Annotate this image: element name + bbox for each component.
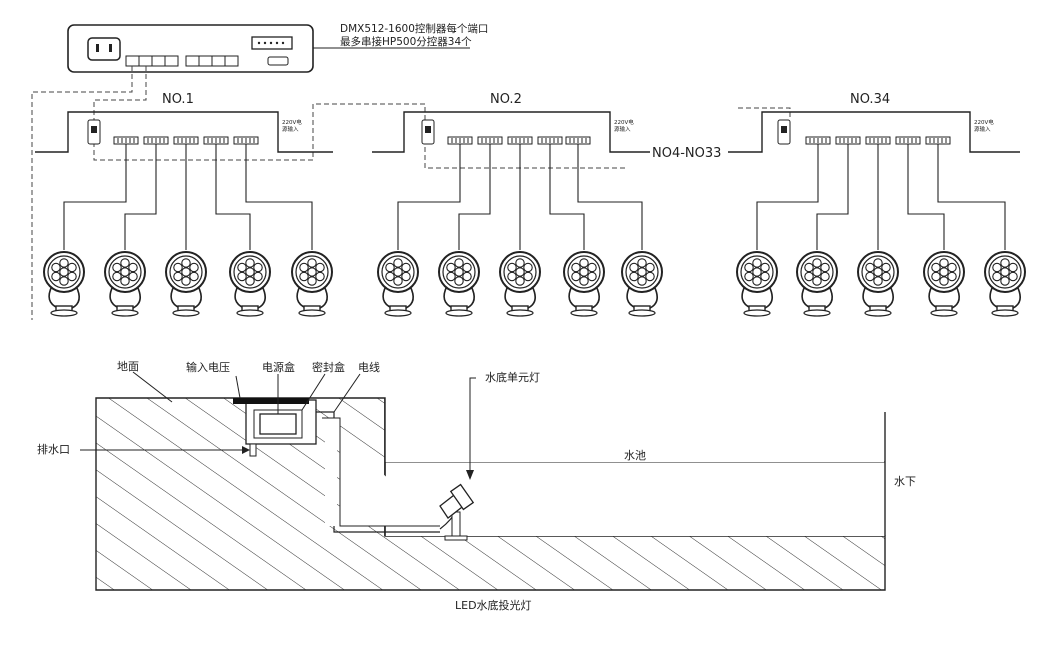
sub-controller-name: NO.34 xyxy=(850,92,890,107)
flood-lamp-icon xyxy=(104,251,146,317)
lamp-group-1 xyxy=(43,251,333,317)
controller-note-line1: DMX512-1600控制器每个端口 xyxy=(340,22,488,35)
label-underwater: 水下 xyxy=(894,475,916,488)
flood-lamp-icon xyxy=(857,251,899,317)
flood-lamp-icon xyxy=(736,251,778,317)
flood-lamp-icon xyxy=(229,251,271,317)
flood-lamp-icon xyxy=(438,251,480,317)
power-input-label: 源输入 xyxy=(974,125,991,133)
signal-wiring xyxy=(31,66,791,320)
main-controller xyxy=(67,24,314,73)
label-unit-light: 水底单元灯 xyxy=(485,370,540,384)
label-ground: 地面 xyxy=(117,360,139,373)
flood-lamp-icon xyxy=(796,251,838,317)
flood-lamp-icon xyxy=(165,251,207,317)
power-input-label: 220V电 xyxy=(614,118,634,126)
power-socket-icon xyxy=(87,37,121,61)
power-input-label: 源输入 xyxy=(614,125,631,133)
lamp-group-34 xyxy=(736,251,1026,317)
sub-controller-name: NO.1 xyxy=(162,92,194,107)
underwater-lamp-icon xyxy=(439,483,475,541)
sub-controller-1: NO.1 220V电 源输入 xyxy=(35,92,333,153)
caption: LED水底投光灯 xyxy=(455,598,532,612)
label-cable: 电线 xyxy=(358,360,380,374)
flood-lamp-icon xyxy=(984,251,1026,317)
serial-port-icon xyxy=(267,56,289,66)
power-input-label: 源输入 xyxy=(282,125,299,133)
power-input-label: 220V电 xyxy=(282,118,302,126)
label-pool: 水池 xyxy=(624,449,646,462)
output-ports xyxy=(125,55,239,67)
power-box-icon xyxy=(259,413,297,435)
leader-lines xyxy=(80,371,476,476)
label-input-voltage: 输入电压 xyxy=(186,360,230,374)
flood-lamp-icon xyxy=(499,251,541,317)
controller-note-line2: 最多串接HP500分控器34个 xyxy=(340,35,472,48)
flood-lamp-icon xyxy=(621,251,663,317)
label-power-box: 电源盒 xyxy=(262,360,295,374)
sub-controller-name: NO.2 xyxy=(490,92,522,107)
flood-lamp-icon xyxy=(291,251,333,317)
label-drain: 排水口 xyxy=(37,442,70,456)
lamp-group-2 xyxy=(377,251,663,317)
drain-icon xyxy=(249,443,257,457)
sub-controller-2: NO.2 220V电 源输入 xyxy=(372,92,650,153)
range-label: NO4-NO33 xyxy=(652,146,721,161)
flood-lamp-icon xyxy=(923,251,965,317)
cover-plate xyxy=(233,398,309,404)
flood-lamp-icon xyxy=(377,251,419,317)
sub-controller-34: NO.34 220V电 源输入 xyxy=(728,92,1020,153)
cross-section xyxy=(95,397,886,591)
label-sealed-box: 密封盒 xyxy=(312,360,345,374)
power-input-label: 220V电 xyxy=(974,118,994,126)
flood-lamp-icon xyxy=(43,251,85,317)
lamp-wiring xyxy=(63,144,1006,250)
flood-lamp-icon xyxy=(563,251,605,317)
